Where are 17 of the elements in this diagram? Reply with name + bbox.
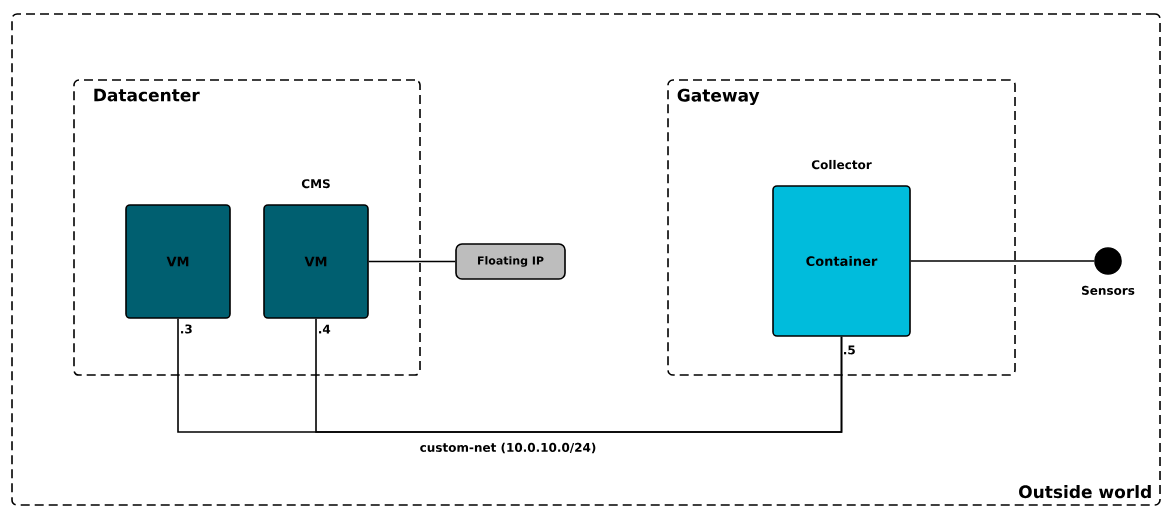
address-label: .4 xyxy=(319,324,331,334)
edge-label: custom-net (10.0.10.0/24) xyxy=(420,442,596,454)
connector-line xyxy=(910,260,1095,262)
address-label: .3 xyxy=(181,324,192,334)
connector-line xyxy=(368,260,456,263)
region-title: Gateway xyxy=(677,88,760,106)
region-title: Outside world xyxy=(1019,485,1151,499)
connector-line xyxy=(315,318,843,433)
box-heading: Collector xyxy=(811,159,872,170)
floating-ip-box: Floating IP xyxy=(455,243,566,280)
vm-box: VM xyxy=(125,204,231,319)
region-title: Datacenter xyxy=(94,88,200,102)
box-heading: CMS xyxy=(301,179,330,189)
address-label: .5 xyxy=(844,345,855,355)
node-caption: Sensors xyxy=(1082,285,1135,295)
container-box: Container xyxy=(772,185,911,337)
vm-box: VM xyxy=(263,204,369,319)
